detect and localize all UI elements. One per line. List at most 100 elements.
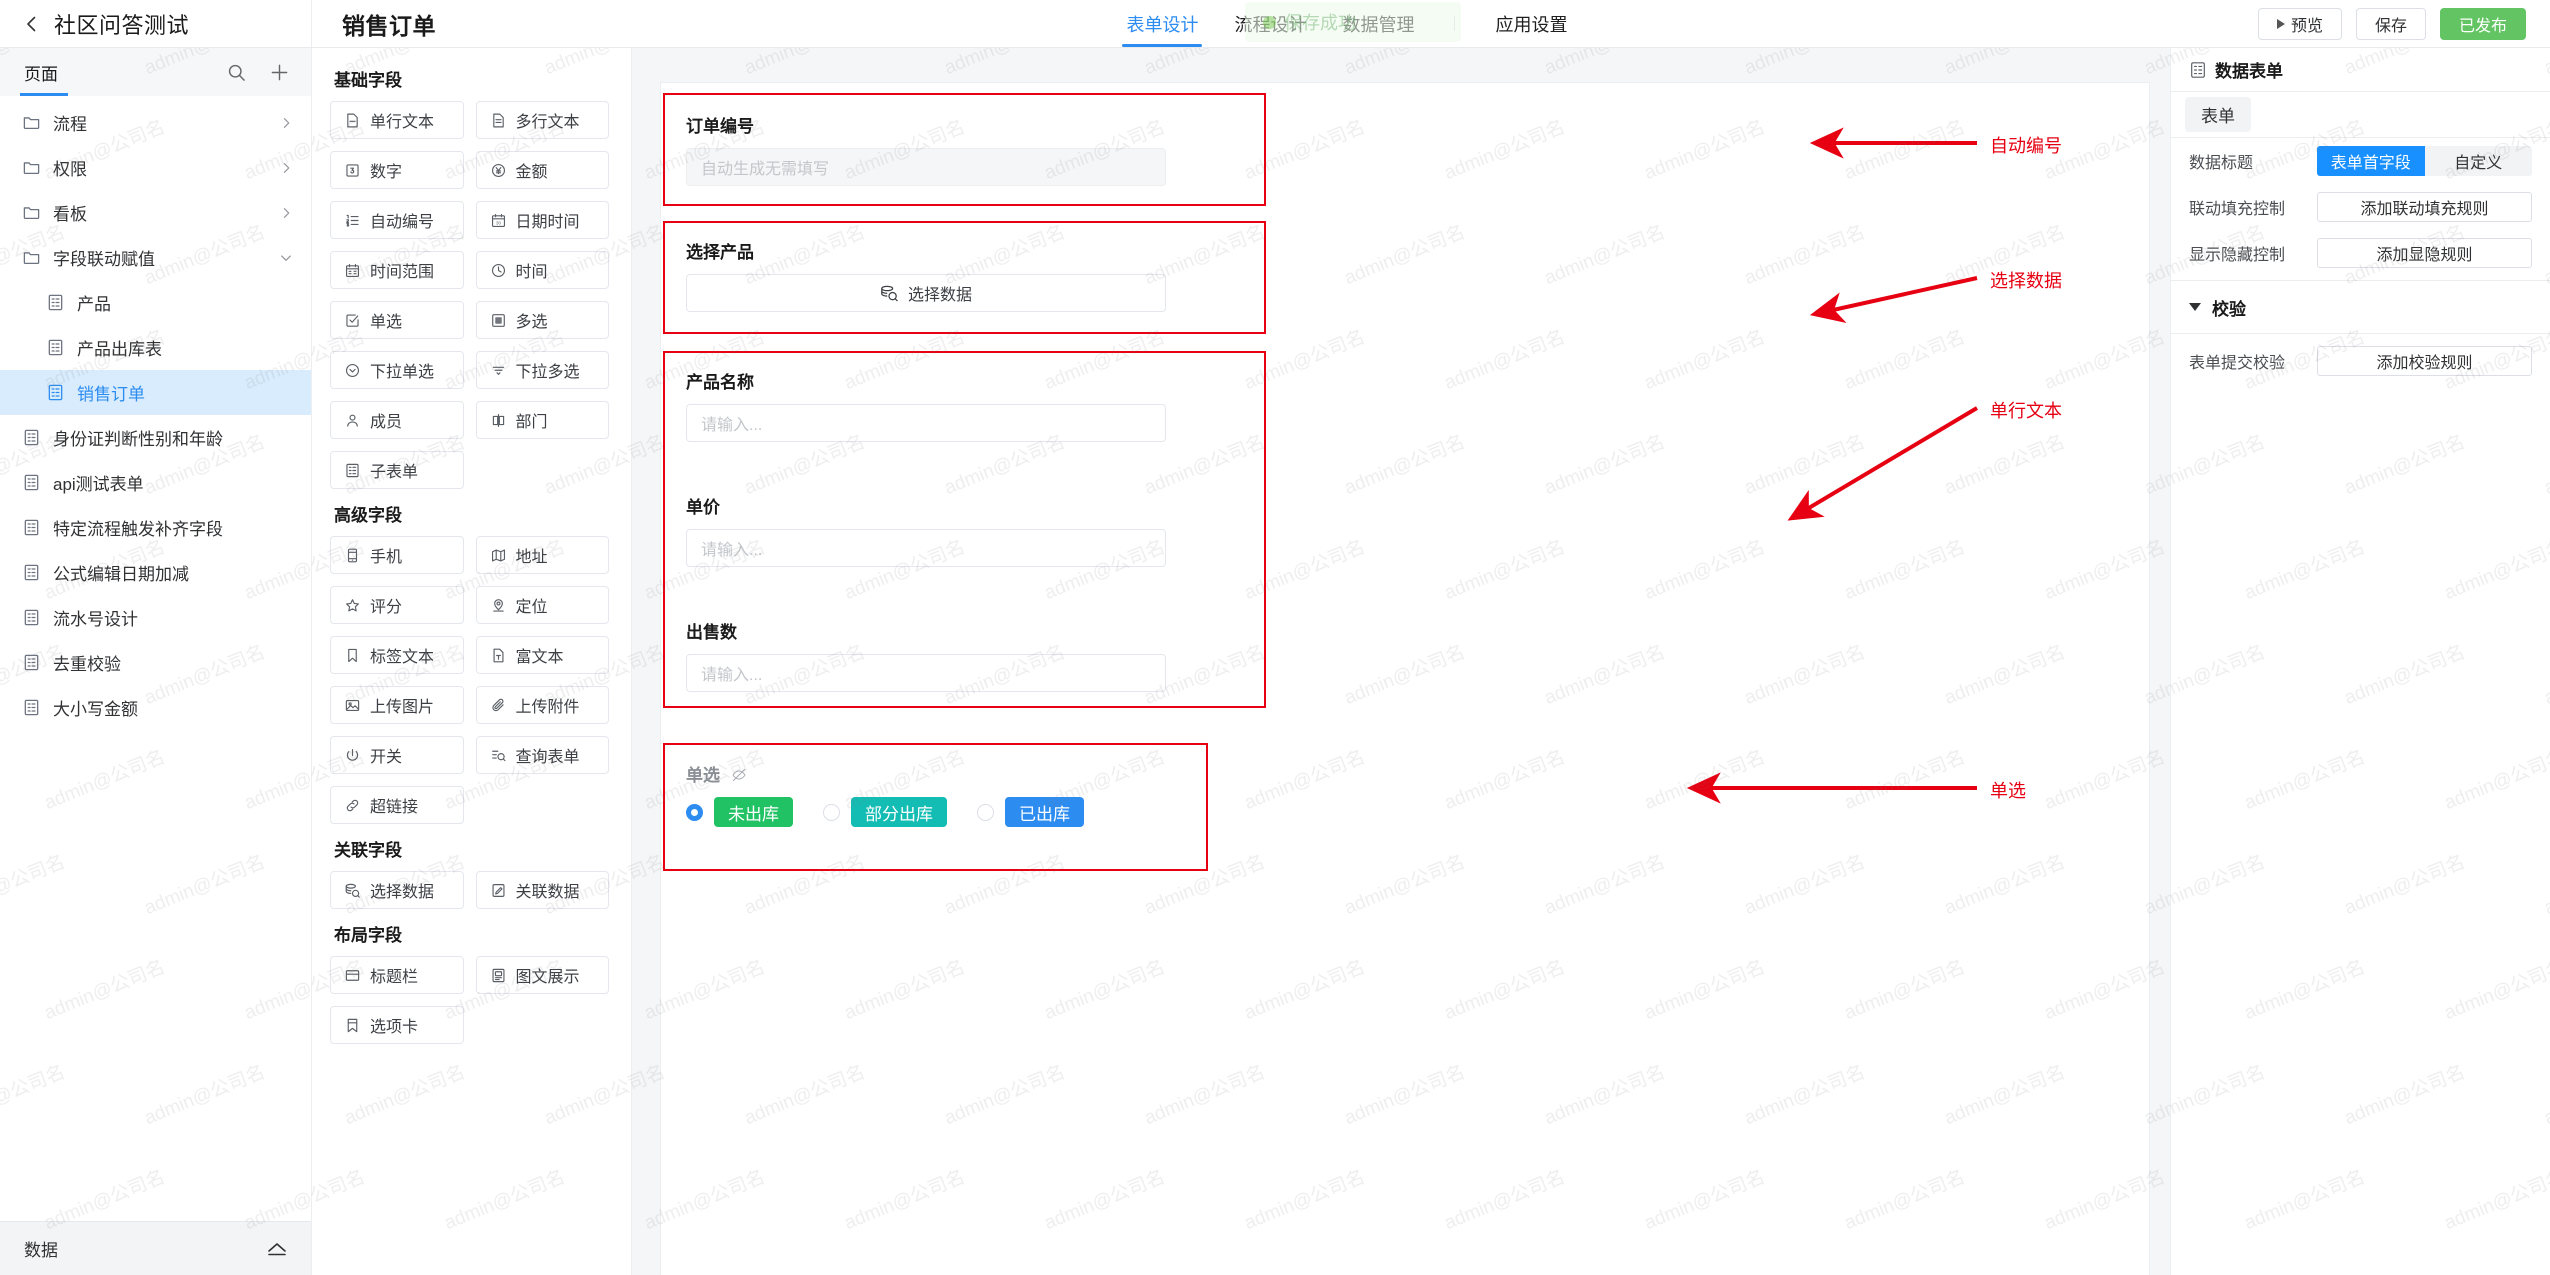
radio-item-0[interactable]: 未出库 (686, 797, 793, 827)
radio-dot-0[interactable] (686, 803, 703, 821)
palette-item-0-2[interactable]: 数字 (330, 151, 464, 189)
preview-button[interactable]: 预览 (2257, 7, 2342, 40)
select-data-button[interactable]: 选择数据 (686, 274, 1166, 312)
palette-item-1-1[interactable]: 地址 (475, 536, 609, 574)
palette-item-1-5[interactable]: 富文本 (475, 636, 609, 674)
pages-tab-label[interactable]: 页面 (24, 60, 58, 85)
sold-quantity-input[interactable]: 请输入... (686, 654, 1166, 692)
palette-item-0-7[interactable]: 时间 (475, 251, 609, 289)
radio-dot-1[interactable] (823, 803, 840, 821)
radio-item-2[interactable]: 已出库 (977, 797, 1084, 827)
tab-form-props[interactable]: 表单 (2185, 97, 2251, 132)
sidebar-item-0[interactable]: 流程 (0, 100, 311, 145)
sidebar-item-8[interactable]: api测试表单 (0, 460, 311, 505)
sidebar-item-7[interactable]: 身份证判断性别和年龄 (0, 415, 311, 460)
palette-item-0-4[interactable]: 自动编号 (330, 201, 464, 239)
eye-off-icon (732, 768, 746, 782)
palette-item-3-2[interactable]: 选项卡 (330, 1006, 464, 1044)
sidebar-item-label: 看板 (53, 205, 87, 224)
palette-item-1-4[interactable]: 标签文本 (330, 636, 464, 674)
add-validation-rule-button[interactable]: 添加校验规则 (2317, 346, 2532, 376)
sidebar-item-1[interactable]: 权限 (0, 145, 311, 190)
sidebar-item-10[interactable]: 公式编辑日期加减 (0, 550, 311, 595)
title-bar-icon (345, 969, 360, 981)
main-tabs: 表单设计 流程设计 数据管理 应用设置 (436, 0, 2258, 47)
radio-dot-2[interactable] (977, 803, 994, 821)
palette-item-0-6[interactable]: 时间范围 (330, 251, 464, 289)
radio-item-1[interactable]: 部分出库 (823, 797, 947, 827)
palette-item-1-6[interactable]: 上传图片 (330, 686, 464, 724)
chevron-right-icon[interactable] (279, 161, 293, 175)
palette-item-0-9[interactable]: 多选 (475, 301, 609, 339)
sidebar-item-12[interactable]: 去重校验 (0, 640, 311, 685)
validation-section-header[interactable]: 校验 (2171, 285, 2550, 329)
sidebar-item-5[interactable]: 产品出库表 (0, 325, 311, 370)
sidebar-item-label: 公式编辑日期加减 (53, 565, 189, 584)
palette-item-3-0[interactable]: 标题栏 (330, 956, 464, 994)
sidebar-item-6[interactable]: 销售订单 (0, 370, 311, 415)
segment-custom[interactable]: 自定义 (2424, 146, 2532, 176)
tab-form-design[interactable]: 表单设计 (1108, 0, 1216, 47)
annotation-box-radio (663, 743, 1208, 871)
palette-item-0-1[interactable]: 多行文本 (475, 101, 609, 139)
department-icon (492, 413, 504, 427)
palette-item-2-1[interactable]: 关联数据 (475, 871, 609, 909)
unit-price-input[interactable]: 请输入... (686, 529, 1166, 567)
tab-app-settings[interactable]: 应用设置 (1495, 14, 1568, 35)
palette-item-3-1[interactable]: 图文展示 (475, 956, 609, 994)
pages-footer: 数据 (0, 1221, 311, 1275)
tab-data-manage[interactable]: 数据管理 (1342, 14, 1415, 35)
field-product-name: 产品名称 请输入... (686, 368, 1166, 442)
palette-item-1-7[interactable]: 上传附件 (475, 686, 609, 724)
sidebar-item-13[interactable]: 大小写金额 (0, 685, 311, 730)
paperclip-attach-icon (491, 698, 504, 711)
palette-item-0-10[interactable]: 下拉单选 (330, 351, 464, 389)
palette-item-1-8[interactable]: 开关 (330, 736, 464, 774)
add-linkage-rule-button[interactable]: 添加联动填充规则 (2317, 192, 2532, 222)
sidebar-item-2[interactable]: 看板 (0, 190, 311, 235)
palette-item-0-14[interactable]: 子表单 (330, 451, 464, 489)
palette-item-1-2[interactable]: 评分 (330, 586, 464, 624)
tab-flow-design[interactable]: 流程设计 (1234, 14, 1307, 35)
plus-icon[interactable] (270, 63, 289, 82)
form-icon (24, 474, 39, 491)
product-name-input[interactable]: 请输入... (686, 404, 1166, 442)
field-label-product-name: 产品名称 (686, 373, 754, 392)
annotation-box-select-product (663, 221, 1266, 334)
save-button[interactable]: 保存 (2355, 7, 2426, 40)
order-number-input[interactable]: 自动生成无需填写 (686, 148, 1166, 186)
publish-status-button[interactable]: 已发布 (2439, 7, 2526, 40)
sidebar-item-9[interactable]: 特定流程触发补齐字段 (0, 505, 311, 550)
chevron-right-icon[interactable] (279, 206, 293, 220)
properties-divider-2 (2171, 333, 2550, 334)
palette-item-0-8[interactable]: 单选 (330, 301, 464, 339)
chevron-down-icon[interactable] (279, 251, 293, 265)
palette-item-0-0[interactable]: 单行文本 (330, 101, 464, 139)
palette-item-2-0[interactable]: 选择数据 (330, 871, 464, 909)
radio-option-badge-0: 未出库 (714, 797, 793, 827)
search-icon[interactable] (227, 63, 246, 82)
palette-grid-2: 选择数据关联数据 (330, 871, 609, 909)
palette-item-0-11[interactable]: 下拉多选 (475, 351, 609, 389)
segment-first-field[interactable]: 表单首字段 (2317, 146, 2425, 176)
palette-item-0-12[interactable]: 成员 (330, 401, 464, 439)
sidebar-item-3[interactable]: 字段联动赋值 (0, 235, 311, 280)
palette-item-0-13[interactable]: 部门 (475, 401, 609, 439)
add-visibility-rule-button[interactable]: 添加显隐规则 (2317, 238, 2532, 268)
palette-item-0-3[interactable]: 金额 (475, 151, 609, 189)
palette-item-label: 多行文本 (515, 114, 580, 131)
palette-item-1-10[interactable]: 超链接 (330, 786, 464, 824)
palette-item-1-0[interactable]: 手机 (330, 536, 464, 574)
chevron-left-icon[interactable] (24, 16, 40, 32)
palette-item-1-9[interactable]: 查询表单 (475, 736, 609, 774)
sidebar-item-4[interactable]: 产品 (0, 280, 311, 325)
sidebar-item-11[interactable]: 流水号设计 (0, 595, 311, 640)
collapse-icon[interactable] (265, 1237, 289, 1261)
select-data-icon (881, 285, 898, 302)
chevron-right-icon[interactable] (279, 116, 293, 130)
prop-label-linkage-fill: 联动填充控制 (2189, 201, 2286, 218)
dropdown-single-icon (345, 363, 360, 377)
palette-item-1-3[interactable]: 定位 (475, 586, 609, 624)
subform-icon (346, 463, 359, 477)
